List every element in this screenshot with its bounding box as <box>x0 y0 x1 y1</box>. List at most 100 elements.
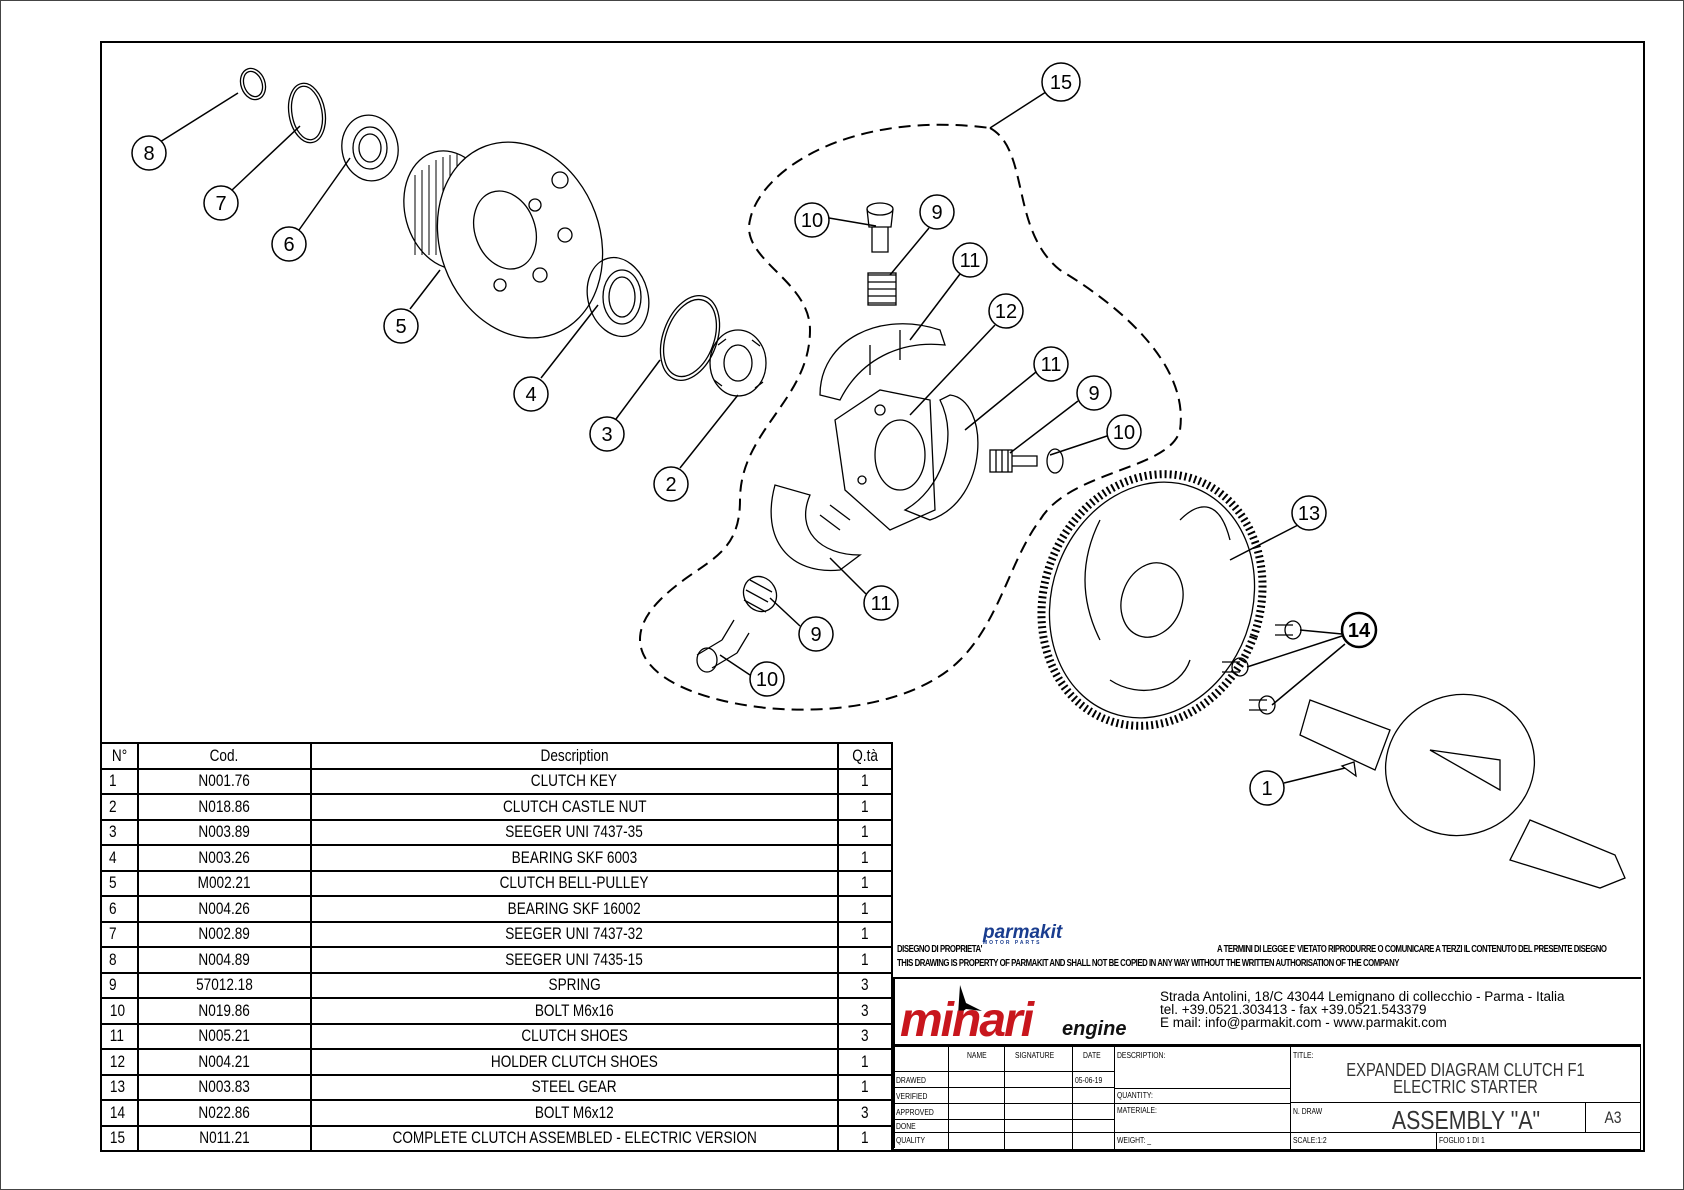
approved-signature[interactable] <box>1004 1103 1073 1120</box>
row-number: 5 <box>100 869 139 897</box>
done-date[interactable] <box>1072 1119 1115 1133</box>
row-quality: QUALITY <box>893 1132 949 1150</box>
approved-date[interactable] <box>1072 1103 1115 1120</box>
part-code: N019.86 <box>136 997 312 1025</box>
balloon-10: 10 <box>1106 414 1142 450</box>
part-code: N003.26 <box>136 844 312 872</box>
svg-text:3: 3 <box>601 424 612 446</box>
approved-name[interactable] <box>948 1103 1005 1120</box>
svg-text:11: 11 <box>871 593 892 615</box>
verified-date[interactable] <box>1072 1087 1115 1104</box>
part-code: N001.76 <box>136 767 312 795</box>
assembly-boundary-dashed <box>639 123 1182 711</box>
part-11-clutch-shoe <box>770 484 862 572</box>
paper-format: A3 <box>1585 1102 1641 1133</box>
part-11-clutch-shoe <box>819 323 946 401</box>
disclaimer-en: THIS DRAWING IS PROPERTY OF PARMAKIT AND… <box>897 958 1399 969</box>
quality-name[interactable] <box>948 1132 1005 1150</box>
titleblock-mid-rule <box>893 1044 1641 1046</box>
balloon-11: 11 <box>952 242 988 278</box>
part-quantity: 1 <box>837 920 893 948</box>
part-10-bolt <box>866 202 894 253</box>
drawed-signature[interactable] <box>1004 1071 1073 1088</box>
part-quantity: 1 <box>837 1048 893 1076</box>
description-field[interactable]: DESCRIPTION: <box>1114 1046 1291 1089</box>
quality-signature[interactable] <box>1004 1132 1073 1150</box>
verified-signature[interactable] <box>1004 1087 1073 1104</box>
row-number: 6 <box>100 895 139 923</box>
part-quantity: 3 <box>837 1099 893 1127</box>
part-10-bolt <box>696 619 750 673</box>
disclaimer-it-left: DISEGNO DI PROPRIETA' <box>897 944 983 955</box>
row-number: 3 <box>100 818 139 846</box>
part-11-clutch-shoe <box>903 394 979 521</box>
part-quantity: 1 <box>837 818 893 846</box>
weight-field[interactable]: WEIGHT: _ <box>1114 1132 1291 1150</box>
balloon-11: 11 <box>1033 346 1069 382</box>
part-description: HOLDER CLUTCH SHOES <box>309 1048 840 1076</box>
drawed-name[interactable] <box>948 1071 1005 1088</box>
done-signature[interactable] <box>1004 1119 1073 1133</box>
verified-name[interactable] <box>948 1087 1005 1104</box>
done-name[interactable] <box>948 1119 1005 1133</box>
part-code: N004.89 <box>136 946 312 974</box>
material-field[interactable]: MATERIALE: <box>1114 1103 1291 1133</box>
part-quantity: 1 <box>837 1124 893 1152</box>
header-quantity: Q.tà <box>837 742 893 770</box>
balloon-5: 5 <box>383 308 419 344</box>
svg-text:8: 8 <box>143 143 154 165</box>
drawing-title: EXPANDED DIAGRAM CLUTCH F1 ELECTRIC STAR… <box>1346 1060 1585 1097</box>
svg-text:9: 9 <box>810 624 821 646</box>
svg-text:11: 11 <box>1041 354 1062 376</box>
col-date: DATE <box>1072 1046 1115 1072</box>
balloon-9: 9 <box>798 616 834 652</box>
part-description: SEEGER UNI 7437-35 <box>309 818 840 846</box>
part-7-seeger <box>287 82 327 144</box>
drawed-date: 05-06-19 <box>1072 1071 1115 1088</box>
svg-text:9: 9 <box>931 202 942 224</box>
balloon-10: 10 <box>749 661 785 697</box>
quality-date[interactable] <box>1072 1132 1115 1150</box>
part-9-spring <box>742 575 778 613</box>
logo-mark-icon <box>958 985 982 1015</box>
scale-field: SCALE:1:2 <box>1290 1132 1437 1150</box>
part-code: N018.86 <box>136 793 312 821</box>
svg-text:6: 6 <box>283 234 294 256</box>
part-description: CLUTCH CASTLE NUT <box>309 793 840 821</box>
bom-header: N° Cod. Description Q.tà <box>100 742 893 770</box>
row-number: 4 <box>100 844 139 872</box>
balloon-9: 9 <box>919 194 955 230</box>
part-14-bolts <box>1222 620 1302 715</box>
part-code: 57012.18 <box>136 971 312 999</box>
balloon-4: 4 <box>513 376 549 412</box>
balloon-15: 15 <box>1041 62 1081 102</box>
part-description: SEEGER UNI 7435-15 <box>309 946 840 974</box>
balloon-11: 11 <box>863 585 899 621</box>
drawing-frame <box>100 41 1645 1152</box>
quantity-field[interactable]: QUANTITY: <box>1114 1088 1291 1104</box>
balloon-12: 12 <box>988 293 1024 329</box>
svg-text:12: 12 <box>995 301 1017 323</box>
svg-text:4: 4 <box>525 384 536 406</box>
part-quantity: 1 <box>837 1073 893 1101</box>
titleblock-top-rule <box>893 977 1641 979</box>
part-2-castle-nut <box>709 329 767 397</box>
row-verified: VERIFIED <box>893 1087 949 1104</box>
row-done: DONE <box>893 1119 949 1133</box>
row-number: 7 <box>100 920 139 948</box>
parmakit-logo: parmakit MOTOR PARTS <box>983 922 1063 946</box>
row-number: 8 <box>100 946 139 974</box>
part-description: BOLT M6x16 <box>309 997 840 1025</box>
part-code: N003.83 <box>136 1073 312 1101</box>
balloon-13: 13 <box>1291 495 1327 531</box>
part-quantity: 1 <box>837 895 893 923</box>
